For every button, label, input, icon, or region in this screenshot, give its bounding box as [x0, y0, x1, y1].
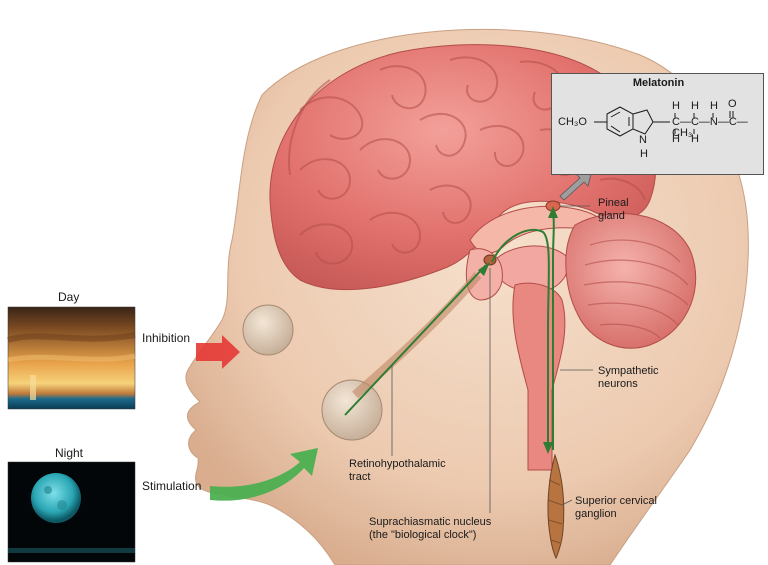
day-label: Day	[58, 290, 79, 304]
sympathetic-label-line2: neurons	[598, 378, 659, 391]
pineal-label-line2: gland	[598, 210, 629, 223]
suprachiasmatic-nucleus-label: Suprachiasmatic nucleus (the "biological…	[369, 516, 491, 542]
pineal-label-line1: Pineal	[598, 197, 629, 210]
retinohypothalamic-tract-label: Retinohypothalamic tract	[349, 458, 446, 484]
day-photo	[8, 307, 135, 409]
ganglion-to-pineal-pathway	[553, 212, 554, 450]
retino-label-line2: tract	[349, 471, 446, 484]
retino-label-line1: Retinohypothalamic	[349, 458, 446, 471]
lower-eye	[322, 380, 382, 440]
night-label: Night	[55, 446, 83, 460]
stimulation-label: Stimulation	[142, 480, 201, 493]
inhibition-label: Inhibition	[142, 332, 190, 345]
scg-label-line2: ganglion	[575, 508, 657, 521]
upper-eye	[243, 305, 293, 355]
sympathetic-label-line1: Sympathetic	[598, 365, 659, 378]
scg-label-line1: Superior cervical	[575, 495, 657, 508]
scn-label-line1: Suprachiasmatic nucleus	[369, 516, 491, 529]
pineal-gland-label: Pineal gland	[598, 197, 629, 223]
superior-cervical-ganglion-label: Superior cervical ganglion	[575, 495, 657, 521]
bond-lines	[552, 74, 765, 176]
sympathetic-neurons-label: Sympathetic neurons	[598, 365, 659, 391]
melatonin-structure-box: Melatonin CH₃O N H C—C—N—C—CH₃ H H H H H…	[551, 73, 764, 175]
night-photo	[8, 462, 135, 562]
scn-label-line2: (the "biological clock")	[369, 529, 491, 542]
